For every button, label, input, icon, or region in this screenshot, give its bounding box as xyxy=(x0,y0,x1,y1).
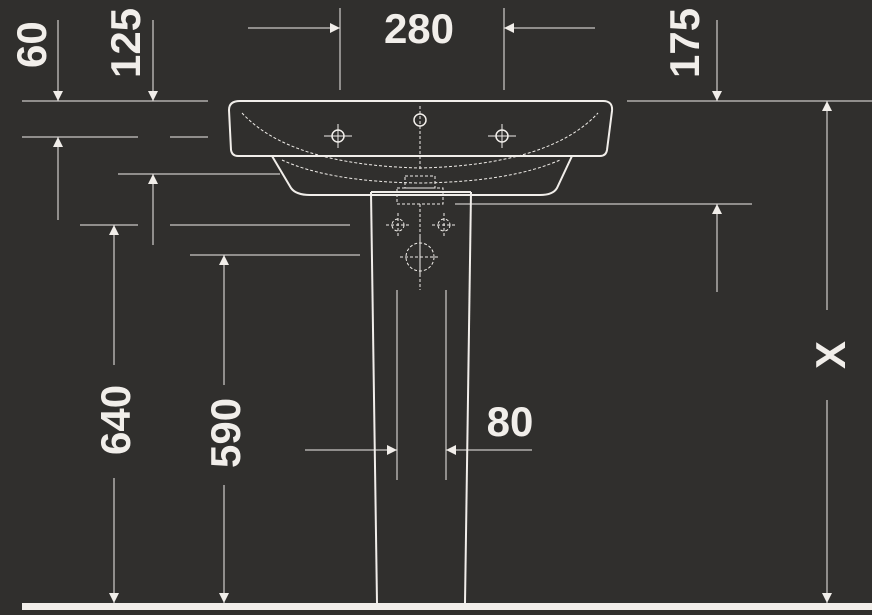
dim-x-label: X xyxy=(807,341,854,369)
dim-80-label: 80 xyxy=(487,398,534,445)
floor-line xyxy=(22,603,872,610)
dimension-lines xyxy=(22,8,872,603)
basin-outline xyxy=(227,100,614,157)
dim-175-label: 175 xyxy=(661,8,708,78)
washbasin xyxy=(227,100,614,196)
waste-fitting xyxy=(386,175,456,290)
dim-590-label: 590 xyxy=(202,398,249,468)
tap-holes xyxy=(324,106,516,170)
pedestal xyxy=(370,191,472,604)
dim-125-label: 125 xyxy=(102,8,149,78)
basin-bowl-hidden-lower xyxy=(281,159,561,184)
basin-underside xyxy=(271,155,573,196)
dim-60-label: 60 xyxy=(8,21,55,68)
dim-640-label: 640 xyxy=(92,385,139,455)
dimension-labels: 60 125 280 175 640 590 80 X xyxy=(8,5,854,468)
dim-280-label: 280 xyxy=(384,5,454,52)
